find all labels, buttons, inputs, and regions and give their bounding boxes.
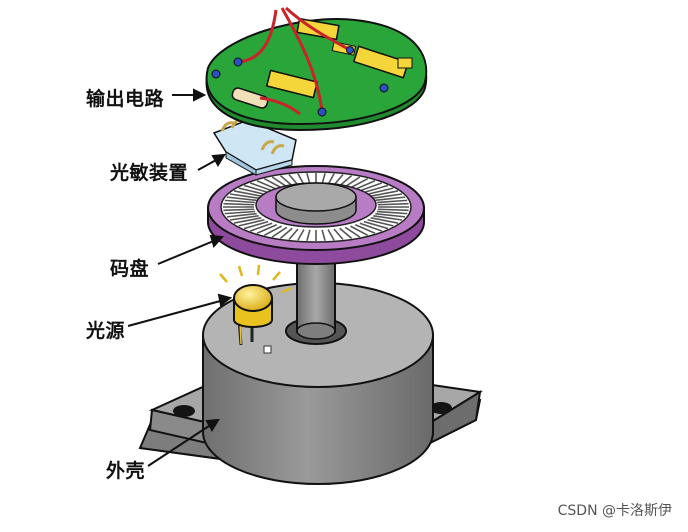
disk-slit xyxy=(333,228,344,241)
disk-slit xyxy=(238,218,265,227)
disk-slit xyxy=(229,215,259,221)
disk-slit xyxy=(355,179,376,190)
disk-slit xyxy=(288,228,299,241)
mount-hole xyxy=(173,405,195,417)
ic-chip xyxy=(265,69,319,99)
disk-slit xyxy=(271,176,288,188)
disk-slit xyxy=(226,212,257,218)
disk-slit xyxy=(233,190,262,197)
disk-slit xyxy=(279,174,293,187)
disk-slit xyxy=(363,184,389,194)
disk-slit xyxy=(359,182,383,192)
leader-lines xyxy=(127,88,233,467)
disk-slit xyxy=(350,178,369,189)
disk-slit xyxy=(377,208,409,212)
disk-slit xyxy=(350,225,369,236)
label-code-disk: 码盘 xyxy=(110,258,150,280)
disk-slit xyxy=(344,176,361,188)
photo-sensor-device xyxy=(212,118,297,176)
led-light-source xyxy=(219,264,292,354)
disk-slit xyxy=(327,229,335,241)
disk-slit xyxy=(297,229,305,241)
disk-slit xyxy=(224,210,256,215)
disk-slit xyxy=(256,224,277,235)
disk-slit xyxy=(224,199,256,204)
disk-slit xyxy=(229,193,259,199)
disk-slit xyxy=(263,225,282,236)
disk-slit xyxy=(370,190,399,197)
disk-slit xyxy=(238,187,265,196)
label-photo-device: 光敏装置 xyxy=(110,162,189,184)
code-disk xyxy=(207,165,425,265)
disk-slit xyxy=(233,217,262,224)
disk-slit xyxy=(376,199,408,204)
ic-chip xyxy=(352,45,410,79)
disk-slit xyxy=(226,196,257,202)
disk-slit xyxy=(339,227,353,240)
label-housing: 外壳 xyxy=(106,460,146,482)
disk-slit xyxy=(223,202,255,206)
disk-slit xyxy=(256,179,277,190)
mount-hole xyxy=(430,402,452,414)
disk-slit xyxy=(363,220,389,230)
resistor xyxy=(231,87,269,109)
disk-slit xyxy=(375,212,406,218)
disk-slit xyxy=(359,222,383,232)
label-output-circuit: 输出电路 xyxy=(86,88,165,110)
disk-slit xyxy=(306,229,311,242)
disk-slit xyxy=(279,227,293,240)
disk-slit xyxy=(367,218,394,227)
disk-slit xyxy=(288,173,299,186)
shaft xyxy=(285,261,347,345)
disk-slit xyxy=(249,182,273,192)
disk-slit xyxy=(321,229,326,242)
disk-slit xyxy=(339,174,353,187)
disk-slit xyxy=(327,173,335,185)
disk-slit xyxy=(355,224,376,235)
disk-slit xyxy=(321,172,326,185)
disk-slit xyxy=(370,217,399,224)
disk-slit xyxy=(344,226,361,238)
disk-slit xyxy=(243,184,269,194)
disk-slit xyxy=(306,172,311,185)
output-circuit-board xyxy=(205,6,428,132)
disk-slit xyxy=(367,187,394,196)
watermark-text: CSDN @卡洛斯伊 xyxy=(557,503,672,519)
disk-slit xyxy=(376,210,408,215)
disk-slit xyxy=(243,220,269,230)
disk-slit xyxy=(263,178,282,189)
disk-slit xyxy=(333,173,344,186)
disk-slit xyxy=(223,208,255,212)
disk-slit xyxy=(373,193,403,199)
disk-slit xyxy=(297,173,305,185)
disk-slit xyxy=(249,222,273,232)
label-light-source: 光源 xyxy=(86,320,126,342)
disk-slit xyxy=(271,226,288,238)
code-disk-slits xyxy=(223,172,409,242)
disk-slit xyxy=(373,215,403,221)
disk-slit xyxy=(377,202,409,206)
disk-slit xyxy=(375,196,406,202)
